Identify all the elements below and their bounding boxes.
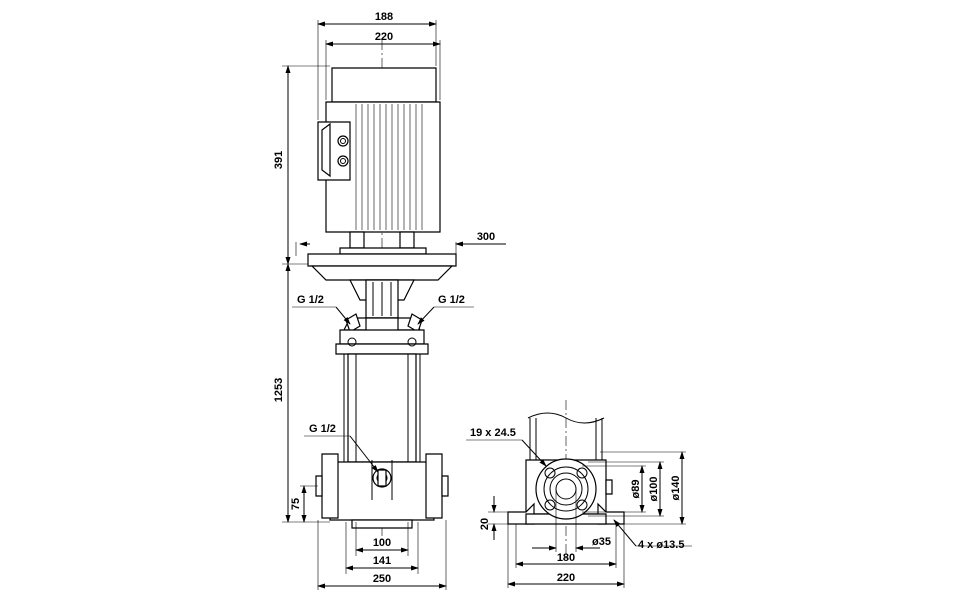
cable-gland-icon [337, 135, 349, 147]
side-dimensions: 19 x 24.5 ø89 ø100 ø140 20 ø35 4 x [466, 427, 692, 588]
dim-100: 100 [373, 537, 391, 549]
label-flange-holes: 19 x 24.5 [470, 427, 516, 439]
dim-391: 391 [273, 151, 285, 169]
bolt-hole-icon [544, 499, 556, 511]
bolt-hole-icon [576, 499, 588, 511]
side-view [507, 400, 625, 560]
dim-dia-140: ø140 [670, 475, 682, 500]
dim-220-top: 220 [375, 31, 393, 43]
dim-dia-89: ø89 [630, 480, 642, 499]
motor-flange [307, 253, 457, 267]
cable-gland-icon [337, 155, 349, 167]
dim-180: 180 [557, 552, 575, 564]
outlet-flange [425, 453, 443, 519]
label-bolt-holes: 4 x ø13.5 [638, 539, 684, 551]
dim-1253: 1253 [273, 378, 285, 402]
bolt-hole-icon [576, 467, 588, 479]
dim-dia-35: ø35 [592, 536, 611, 548]
motor-cap [331, 67, 437, 103]
motor-fins [355, 104, 423, 230]
inlet-flange [321, 453, 339, 519]
dim-220-bottom: 220 [557, 572, 575, 584]
dim-20: 20 [479, 518, 491, 530]
dim-300: 300 [477, 231, 495, 243]
front-view [307, 40, 457, 540]
flange-outer [535, 458, 597, 520]
dim-188: 188 [375, 11, 393, 23]
front-dimensions: 188 220 391 300 1253 75 G 1/2 G 1/2 [273, 11, 506, 590]
dim-250: 250 [373, 573, 391, 585]
label-g12-right: G 1/2 [438, 294, 465, 306]
dim-75: 75 [290, 498, 302, 510]
dim-141: 141 [373, 555, 391, 567]
dim-dia-100: ø100 [648, 476, 660, 501]
motor-body [325, 101, 441, 233]
bolt-hole-icon [544, 467, 556, 479]
label-g12-drain: G 1/2 [309, 423, 336, 435]
label-g12-left: G 1/2 [297, 294, 324, 306]
